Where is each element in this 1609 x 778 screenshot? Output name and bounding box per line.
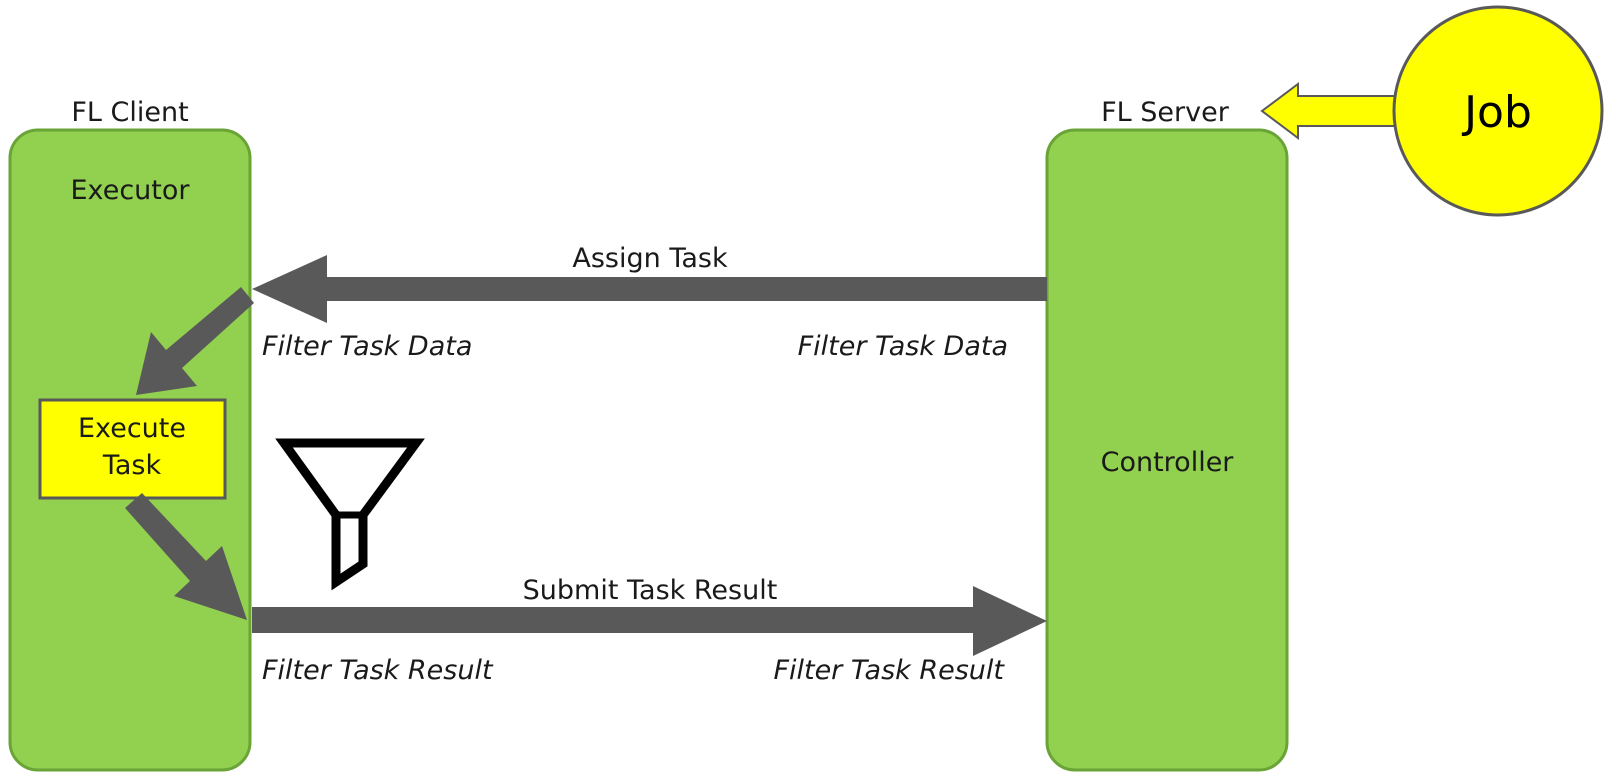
assign-filter-left: Filter Task Data (262, 331, 472, 362)
submit-task-label: Submit Task Result (523, 575, 778, 606)
job-circle (1392, 5, 1604, 217)
funnel-icon (275, 438, 425, 591)
submit-task-arrow (252, 586, 1047, 656)
server-container (1045, 128, 1289, 772)
from-execute-arrow (125, 493, 247, 620)
executor-label: Executor (71, 175, 191, 206)
to-execute-arrow (136, 287, 254, 395)
server-title: FL Server (1101, 97, 1230, 128)
job-label: Job (1461, 87, 1532, 138)
client-title: FL Client (71, 97, 188, 128)
execute-task-line2: Task (102, 450, 162, 481)
job-arrow (1260, 82, 1401, 140)
assign-filter-right: Filter Task Data (798, 331, 1008, 362)
assign-task-arrow (252, 255, 1047, 323)
submit-filter-left: Filter Task Result (262, 655, 494, 686)
controller-label: Controller (1101, 447, 1235, 478)
submit-filter-right: Filter Task Result (773, 655, 1005, 686)
execute-task-line1: Execute (78, 413, 186, 444)
execute-task-box (38, 398, 227, 500)
assign-task-label: Assign Task (572, 243, 728, 274)
